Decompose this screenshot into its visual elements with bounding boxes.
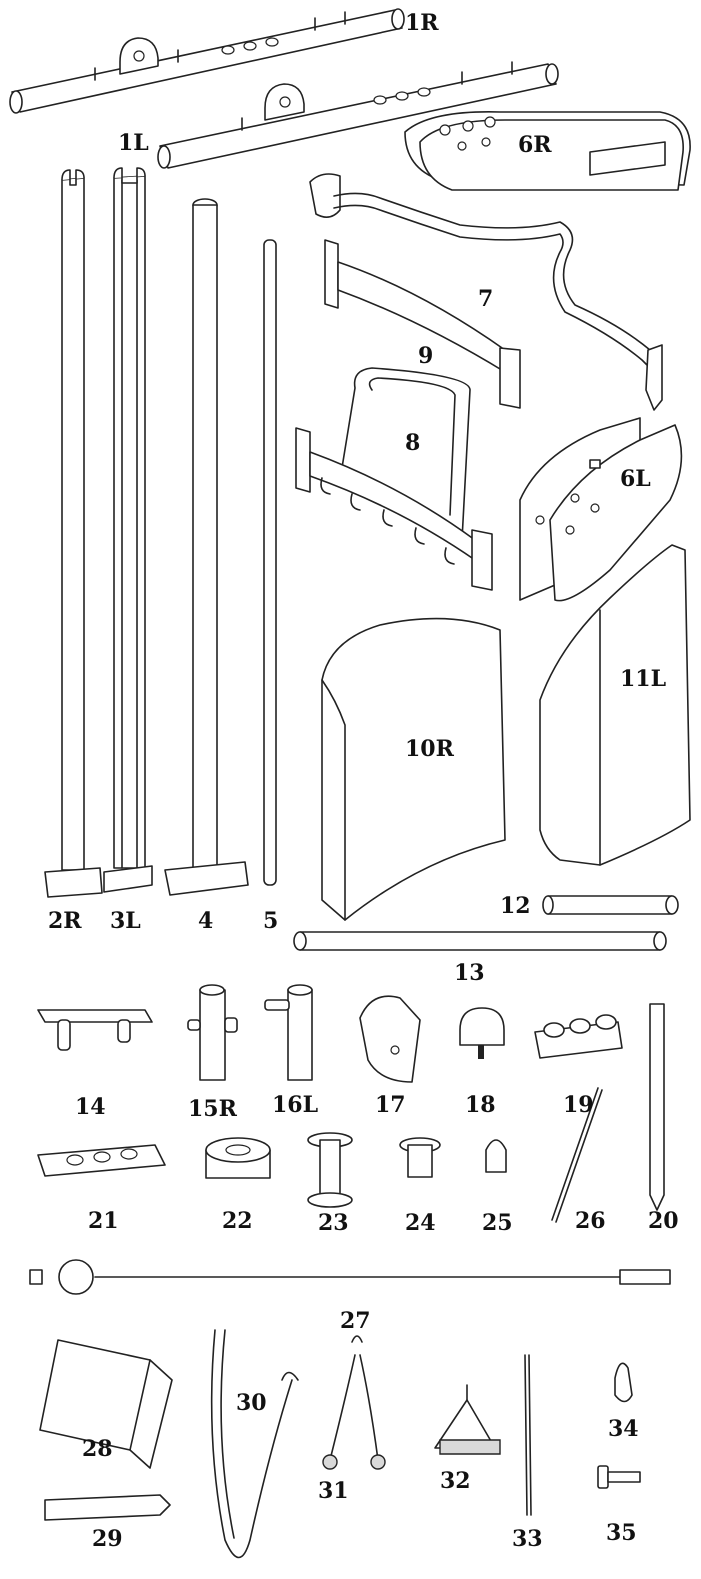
part-label-11L: 11L (620, 666, 667, 692)
part-label-17: 17 (375, 1092, 406, 1118)
part-label-9: 9 (418, 343, 434, 369)
part-16L-sleeve (264, 984, 313, 1081)
part-26-hooked-rod (551, 1087, 603, 1223)
part-label-4: 4 (198, 908, 214, 934)
part-2R-upright (44, 169, 103, 898)
part-6L-cover (519, 417, 683, 602)
part-24-bushing (399, 1137, 441, 1178)
part-label-28: 28 (82, 1436, 113, 1462)
part-label-35: 35 (606, 1520, 637, 1546)
part-label-10R: 10R (405, 736, 454, 762)
part-label-7: 7 (478, 286, 494, 312)
part-4-upright (164, 198, 249, 896)
part-label-6R: 6R (518, 132, 552, 158)
part-1L-rail (157, 61, 559, 169)
part-label-3L: 3L (110, 908, 141, 934)
part-7-bent-bar (309, 173, 663, 411)
part-label-8: 8 (405, 430, 421, 456)
part-25-clip (485, 1139, 507, 1173)
part-label-1L: 1L (118, 130, 149, 156)
part-6R-cover (404, 111, 691, 191)
part-label-6L: 6L (620, 466, 651, 492)
part-label-12: 12 (500, 893, 531, 919)
part-32-handle (434, 1384, 501, 1455)
part-1R-rail (9, 8, 405, 114)
part-label-32: 32 (440, 1468, 471, 1494)
part-12-bar (542, 895, 679, 915)
part-14-plate (37, 1009, 153, 1051)
part-31-rope (322, 1335, 386, 1470)
part-5-rod (263, 239, 277, 886)
part-8-seat-frame (295, 367, 493, 591)
part-30-strap (210, 1329, 299, 1559)
part-label-20: 20 (648, 1208, 679, 1234)
part-label-25: 25 (482, 1210, 513, 1236)
part-28-manual (39, 1339, 173, 1469)
part-3L-upright (103, 167, 153, 893)
part-20-pin (649, 1003, 665, 1211)
part-29-strap (44, 1494, 171, 1521)
part-label-27: 27 (340, 1308, 371, 1334)
part-33-chain (524, 1354, 532, 1516)
part-label-2R: 2R (48, 908, 82, 934)
part-34-carabiner (614, 1362, 633, 1403)
part-label-15R: 15R (188, 1096, 237, 1122)
part-17-plate (359, 995, 421, 1083)
part-label-22: 22 (222, 1208, 253, 1234)
part-27-cable (29, 1259, 671, 1295)
part-label-1R: 1R (405, 10, 439, 36)
part-19-block (534, 1014, 623, 1059)
part-label-34: 34 (608, 1416, 639, 1442)
part-13-bar (293, 931, 667, 951)
part-21-plate (37, 1144, 166, 1177)
part-35-knob (597, 1465, 641, 1489)
part-label-5: 5 (263, 908, 279, 934)
part-label-14: 14 (75, 1094, 106, 1120)
part-label-29: 29 (92, 1526, 123, 1552)
part-label-23: 23 (318, 1210, 349, 1236)
part-11L-shield (539, 544, 691, 866)
part-23-pulley (307, 1132, 353, 1208)
part-label-30: 30 (236, 1390, 267, 1416)
part-label-13: 13 (454, 960, 485, 986)
part-18-bracket (459, 1007, 505, 1059)
part-label-19: 19 (563, 1092, 594, 1118)
part-label-16L: 16L (272, 1092, 319, 1118)
part-label-18: 18 (465, 1092, 496, 1118)
part-label-31: 31 (318, 1478, 349, 1504)
part-label-26: 26 (575, 1208, 606, 1234)
part-15R-sleeve (187, 984, 238, 1081)
part-9-bracket (324, 239, 521, 409)
part-22-spacer (205, 1137, 271, 1179)
part-10R-shield (321, 617, 506, 921)
part-label-33: 33 (512, 1526, 543, 1552)
part-label-24: 24 (405, 1210, 436, 1236)
part-label-21: 21 (88, 1208, 119, 1234)
